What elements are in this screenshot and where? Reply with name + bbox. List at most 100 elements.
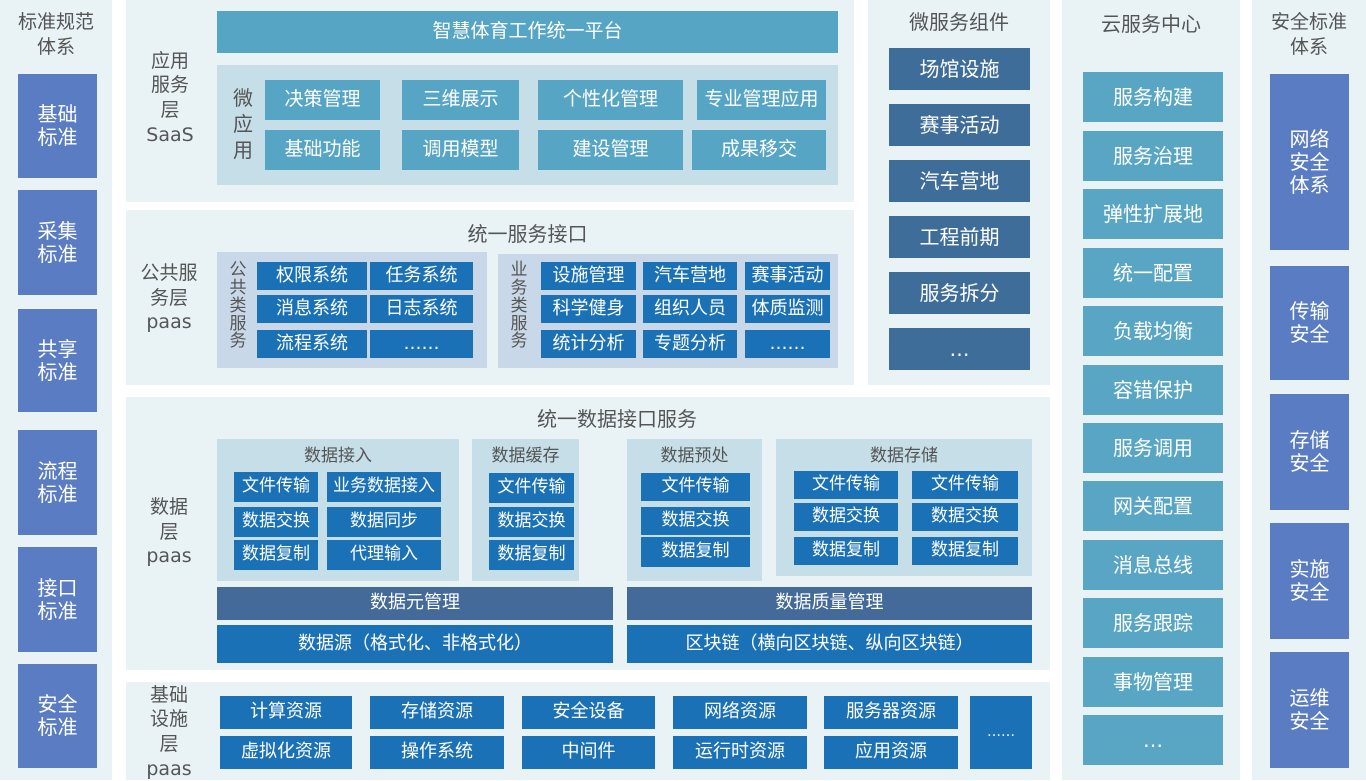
business-service-item: 统计分析: [541, 330, 636, 358]
data-item: 数据交换: [794, 503, 898, 531]
business-service-item: ……: [745, 330, 830, 358]
data-item: 数据复制: [489, 540, 574, 570]
quality-management-bar: 数据质量管理: [627, 587, 1032, 620]
security-item: 网络安全体系: [1270, 74, 1349, 250]
common-label: 公共类服务: [229, 260, 247, 352]
infra-item: 中间件: [522, 736, 655, 769]
data-layer-label: 数据层paas: [146, 495, 192, 568]
data-item: 数据交换: [641, 507, 750, 535]
infra-item: 虚拟化资源: [220, 736, 352, 769]
common-service-item: 权限系统: [257, 262, 367, 290]
data-item: 数据交换: [489, 507, 574, 537]
business-service-item: 赛事活动: [745, 262, 830, 290]
common-service-item: 消息系统: [257, 295, 367, 323]
app-item: 决策管理: [265, 80, 380, 120]
cloud-item: 服务治理: [1083, 131, 1223, 181]
infra-item: 操作系统: [370, 736, 504, 769]
infra-item: 网络资源: [673, 696, 807, 729]
infra-item: 服务器资源: [824, 696, 958, 729]
security-item: 存储安全: [1270, 394, 1349, 510]
app-item: 专业管理应用: [697, 80, 826, 120]
data-item: 数据复制: [794, 537, 898, 565]
security-item: 传输安全: [1270, 266, 1349, 380]
public-layer-label: 公共服务层paas: [140, 261, 198, 334]
infra-item: 计算资源: [220, 696, 352, 729]
infra-item: 安全设备: [522, 696, 655, 729]
business-service-item: 设施管理: [541, 262, 636, 290]
cloud-item: 服务跟踪: [1083, 598, 1223, 648]
app-item: 个性化管理: [538, 80, 683, 120]
infra-item: 存储资源: [370, 696, 504, 729]
app-item: 基础功能: [265, 130, 380, 170]
business-service-item: 组织人员: [643, 295, 737, 323]
standard-item: 基础标准: [18, 74, 97, 178]
data-group-title: 数据预处: [660, 446, 729, 466]
app-item: 调用模型: [402, 130, 519, 170]
infra-more: ……: [970, 696, 1032, 769]
cloud-title: 云服务中心: [1101, 12, 1201, 36]
common-service-item: 任务系统: [370, 262, 473, 290]
microservice-item: …: [889, 328, 1030, 370]
cloud-item: 负载均衡: [1083, 306, 1223, 356]
data-title: 统一数据接口服务: [537, 407, 697, 431]
security-title: 安全标准体系: [1270, 11, 1347, 58]
public-title: 统一服务接口: [467, 222, 588, 246]
microservice-item: 工程前期: [889, 216, 1030, 258]
data-item: 数据交换: [912, 503, 1018, 531]
cloud-item: …: [1083, 715, 1223, 765]
cloud-item: 统一配置: [1083, 248, 1223, 298]
standard-item: 共享标准: [18, 309, 97, 412]
data-item: 业务数据接入: [327, 472, 441, 502]
data-group-title: 数据接入: [304, 446, 372, 466]
common-service-item: 流程系统: [257, 330, 367, 358]
microservice-item: 赛事活动: [889, 104, 1030, 146]
data-item: 数据同步: [327, 507, 441, 537]
platform-bar: 智慧体育工作统一平台: [217, 11, 838, 53]
common-service-item: 日志系统: [370, 295, 473, 323]
business-service-item: 汽车营地: [643, 262, 737, 290]
meta-management-bar: 数据元管理: [217, 587, 613, 620]
app-item: 三维展示: [402, 80, 519, 120]
standard-item: 安全标准: [18, 664, 97, 768]
micro-app-label: 微应用: [233, 86, 253, 162]
security-item: 运维安全: [1270, 652, 1349, 768]
data-item: 文件传输: [912, 471, 1018, 499]
standard-item: 流程标准: [18, 430, 97, 535]
data-item: 数据复制: [641, 537, 750, 567]
business-service-item: 体质监测: [745, 295, 830, 323]
cloud-item: 网关配置: [1083, 481, 1223, 531]
infra-layer-label: 基础设施层paas: [146, 683, 192, 780]
cloud-item: 服务构建: [1083, 72, 1223, 122]
cloud-item: 服务调用: [1083, 423, 1223, 473]
standards-title: 标准规范体系: [17, 11, 94, 58]
microservice-item: 汽车营地: [889, 160, 1030, 202]
cloud-item: 弹性扩展地: [1083, 189, 1223, 239]
data-group-title: 数据存储: [870, 446, 938, 466]
business-service-item: 科学健身: [541, 295, 636, 323]
data-item: 文件传输: [489, 473, 574, 503]
data-item: 数据交换: [234, 507, 318, 537]
data-item: 文件传输: [641, 473, 750, 501]
app-item: 成果移交: [692, 130, 826, 170]
standard-item: 采集标准: [18, 190, 97, 295]
microservice-title: 微服务组件: [909, 10, 1009, 34]
microservice-item: 场馆设施: [889, 48, 1030, 90]
data-item: 代理输入: [327, 540, 441, 570]
data-item: 文件传输: [234, 472, 318, 502]
data-item: 数据复制: [234, 540, 318, 570]
data-item: 文件传输: [794, 471, 898, 499]
blockchain-bar: 区块链（横向区块链、纵向区块链）: [627, 625, 1032, 663]
data-item: 数据复制: [912, 537, 1018, 565]
business-service-item: 专题分析: [643, 330, 737, 358]
security-item: 实施安全: [1270, 523, 1349, 639]
cloud-item: 事物管理: [1083, 657, 1223, 707]
infra-item: 运行时资源: [673, 736, 807, 769]
saas-layer-label: 应用服务层SaaS: [146, 49, 194, 146]
microservice-item: 服务拆分: [889, 272, 1030, 314]
cloud-item: 容错保护: [1083, 365, 1223, 415]
cloud-item: 消息总线: [1083, 540, 1223, 590]
standard-item: 接口标准: [18, 547, 97, 652]
app-item: 建设管理: [538, 130, 683, 170]
data-group-title: 数据缓存: [491, 446, 560, 466]
infra-item: 应用资源: [824, 736, 958, 769]
